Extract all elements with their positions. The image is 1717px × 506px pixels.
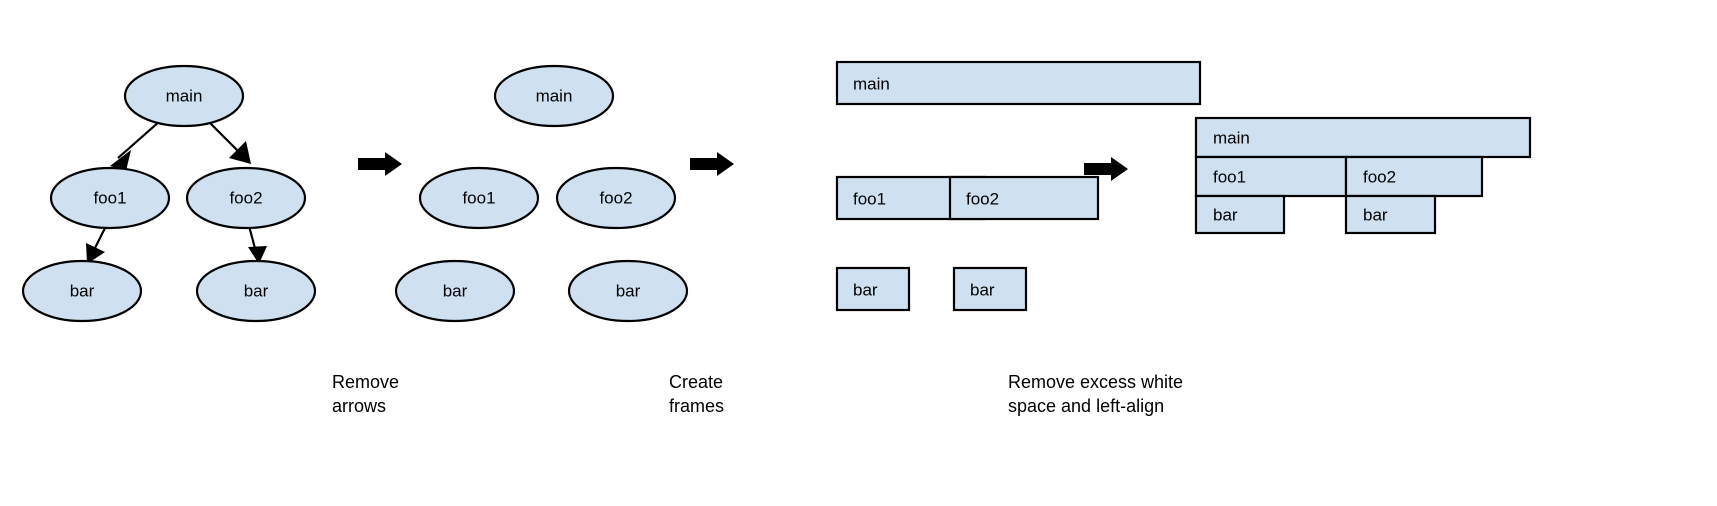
node-bar-left[interactable]: bar xyxy=(21,259,143,323)
frame-main[interactable]: main xyxy=(835,60,1202,106)
node-foo1[interactable]: foo1 xyxy=(418,166,540,230)
edge-main-to-foo2 xyxy=(207,120,251,164)
caption-line-1: Create xyxy=(669,372,723,392)
transition-arrow-remove-whitespace xyxy=(1084,157,1128,181)
node-bar-right[interactable]: bar xyxy=(567,259,689,323)
flame-frame-bar-right[interactable]: bar xyxy=(1344,194,1437,235)
edge-foo2-to-bar xyxy=(247,225,267,264)
caption-line-1: Remove excess white xyxy=(1008,372,1183,392)
frame-shape-rect xyxy=(1194,116,1532,159)
node-main[interactable]: main xyxy=(123,64,245,128)
panel-call-graph-with-arrows: main foo1 foo2 bar bar xyxy=(21,64,317,323)
node-label: bar xyxy=(70,282,95,301)
node-shape-ellipse xyxy=(418,166,540,230)
flame-frame-foo2[interactable]: foo2 xyxy=(1344,155,1484,198)
frame-shape-rect xyxy=(1194,194,1286,235)
edge-main-to-foo1 xyxy=(110,120,161,171)
panel-call-graph-without-arrows: main foo1 foo2 bar bar xyxy=(394,64,689,323)
node-label: bar xyxy=(244,282,269,301)
frame-shape-rect xyxy=(835,266,911,312)
flame-frame-bar-left[interactable]: bar xyxy=(1194,194,1286,235)
node-label: bar xyxy=(616,282,641,301)
panel-flame-graph: main foo1 foo2 bar bar xyxy=(1194,116,1532,235)
transition-arrow-create-frames xyxy=(690,152,734,176)
node-main[interactable]: main xyxy=(493,64,615,128)
frame-label: foo1 xyxy=(1213,168,1246,187)
frame-foo2[interactable]: foo2 xyxy=(948,175,1100,221)
caption-line-2: space and left-align xyxy=(1008,396,1164,416)
node-shape-ellipse xyxy=(555,166,677,230)
node-foo1[interactable]: foo1 xyxy=(49,166,171,230)
caption-line-2: arrows xyxy=(332,396,386,416)
node-label: main xyxy=(536,87,573,106)
caption-create-frames: Create frames xyxy=(669,372,724,416)
node-label: foo2 xyxy=(599,189,632,208)
node-shape-ellipse xyxy=(21,259,143,323)
caption-remove-arrows: Remove arrows xyxy=(332,372,399,416)
frame-label: foo2 xyxy=(1363,168,1396,187)
frame-shape-rect xyxy=(948,175,1100,221)
edge-foo1-to-bar xyxy=(86,225,107,264)
node-shape-ellipse xyxy=(195,259,317,323)
frame-label: main xyxy=(1213,129,1250,148)
frame-bar-right[interactable]: bar xyxy=(952,266,1028,312)
frame-label: bar xyxy=(1213,206,1238,225)
frame-label: bar xyxy=(853,281,878,300)
caption-line-2: frames xyxy=(669,396,724,416)
caption-line-1: Remove xyxy=(332,372,399,392)
frame-shape-rect xyxy=(835,60,1202,106)
frame-bar-left[interactable]: bar xyxy=(835,266,911,312)
node-shape-ellipse xyxy=(123,64,245,128)
frame-label: main xyxy=(853,75,890,94)
node-label: foo1 xyxy=(93,189,126,208)
node-shape-ellipse xyxy=(567,259,689,323)
frame-label: foo1 xyxy=(853,190,886,209)
node-label: main xyxy=(166,87,203,106)
node-label: foo1 xyxy=(462,189,495,208)
caption-remove-excess-whitespace: Remove excess white space and left-align xyxy=(1008,372,1183,416)
node-foo2[interactable]: foo2 xyxy=(555,166,677,230)
frame-label: foo2 xyxy=(966,190,999,209)
node-shape-ellipse xyxy=(493,64,615,128)
transition-arrow-remove-arrows xyxy=(358,152,402,176)
panel-framed-boxes: main foo1 foo2 bar bar xyxy=(835,60,1202,312)
node-shape-ellipse xyxy=(49,166,171,230)
node-bar-left[interactable]: bar xyxy=(394,259,516,323)
node-label: bar xyxy=(443,282,468,301)
frame-shape-rect xyxy=(952,266,1028,312)
node-label: foo2 xyxy=(229,189,262,208)
flame-frame-foo1[interactable]: foo1 xyxy=(1194,155,1348,198)
node-shape-ellipse xyxy=(185,166,307,230)
node-shape-ellipse xyxy=(394,259,516,323)
frame-label: bar xyxy=(1363,206,1388,225)
node-bar-right[interactable]: bar xyxy=(195,259,317,323)
frame-shape-rect xyxy=(1194,155,1348,198)
flame-frame-main[interactable]: main xyxy=(1194,116,1532,159)
node-foo2[interactable]: foo2 xyxy=(185,166,307,230)
frame-shape-rect xyxy=(1344,194,1437,235)
frame-label: bar xyxy=(970,281,995,300)
